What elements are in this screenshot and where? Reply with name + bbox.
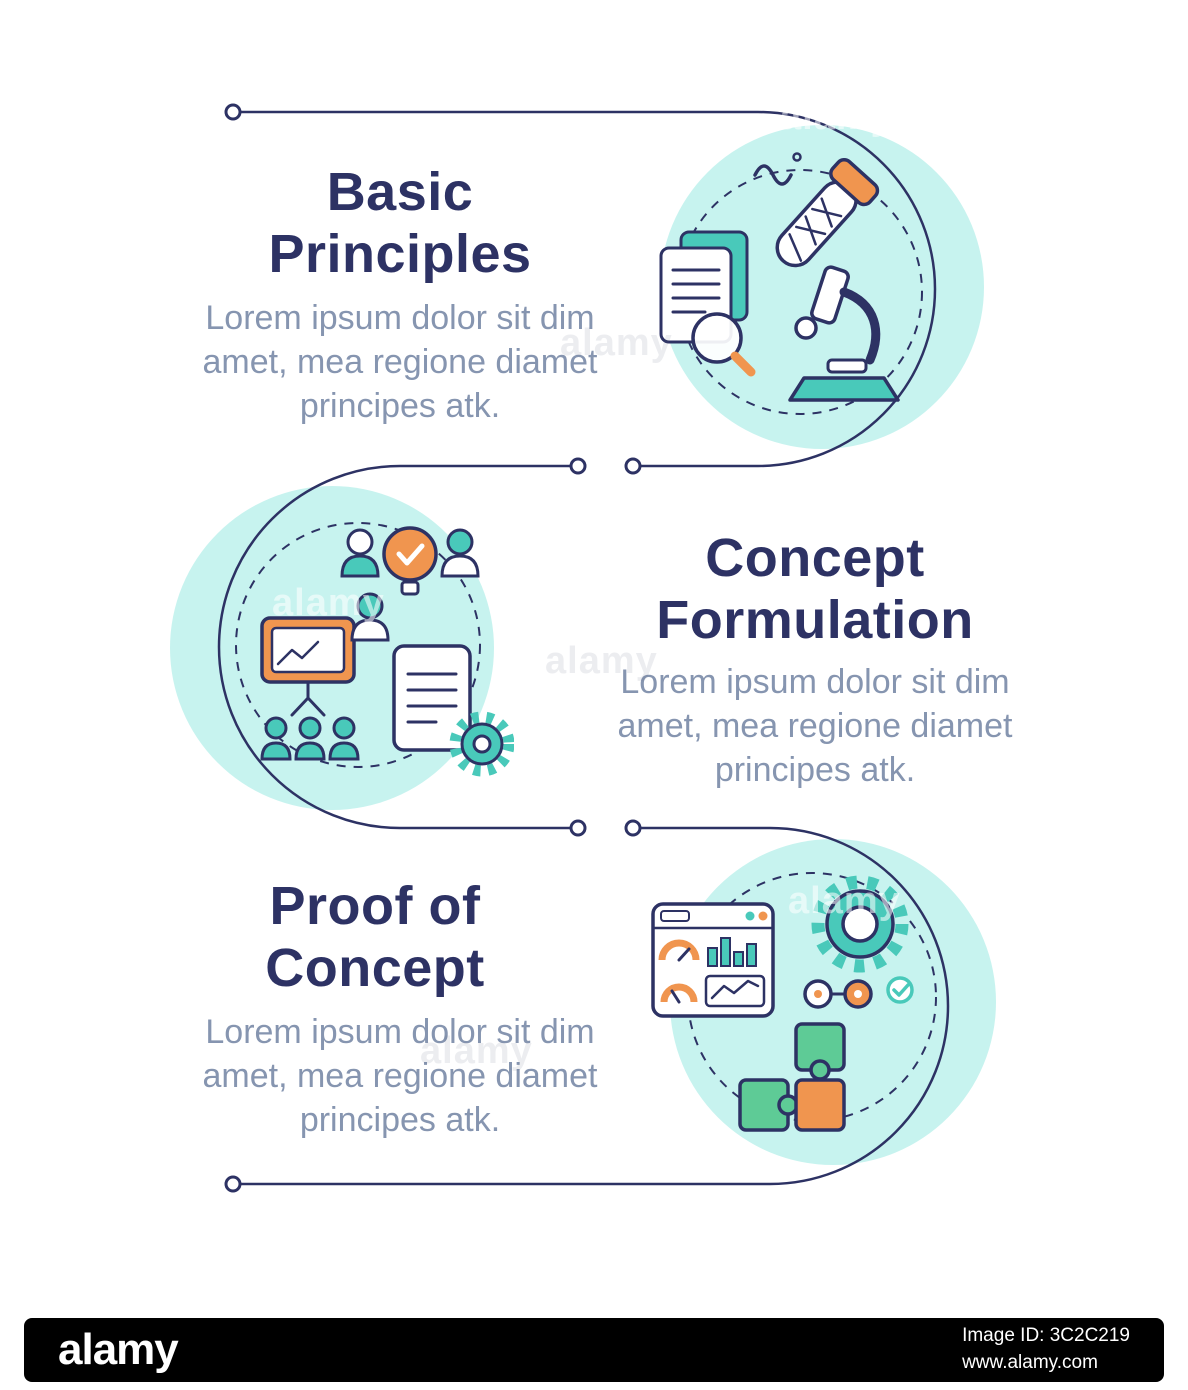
connector-endpoint	[624, 457, 642, 475]
connector-endpoint	[569, 457, 587, 475]
step2-heading: Concept Formulation	[656, 528, 974, 650]
test-tube-dna-icon	[753, 152, 880, 268]
step1-body: Lorem ipsum dolor sit dim amet, mea regi…	[202, 299, 598, 426]
team-lightbulb-icon	[340, 526, 480, 642]
puzzle-pieces-icon	[738, 1022, 846, 1132]
document-gear-icon	[392, 644, 514, 777]
step1-heading: Basic Principles	[268, 162, 532, 284]
presentation-audience-icon	[260, 616, 360, 761]
step3-body: Lorem ipsum dolor sit dim amet, mea regi…	[202, 1013, 598, 1140]
step2-dashed-circle	[235, 522, 481, 768]
alamy-logo: alamy	[58, 1325, 179, 1374]
connector-line-1	[240, 110, 937, 468]
connector-line-2	[217, 464, 571, 830]
microscope-icon	[788, 265, 900, 402]
alamy-url-text: www.alamy.com	[962, 1352, 1098, 1373]
connector-endpoint	[569, 819, 587, 837]
image-id-text: Image ID: 3C2C219	[962, 1325, 1130, 1347]
connector-endpoint	[624, 819, 642, 837]
step2-body: Lorem ipsum dolor sit dim amet, mea regi…	[617, 663, 1013, 790]
connector-line-3	[240, 826, 950, 1186]
step1-dashed-circle	[677, 169, 923, 415]
gear-pulley-check-icon	[803, 875, 914, 1009]
step3-heading: Proof of Concept	[265, 876, 485, 998]
dashboard-gauges-icon	[651, 902, 775, 1018]
connector-endpoint	[224, 103, 242, 121]
connector-endpoint	[224, 1175, 242, 1193]
alamy-id-block: Image ID: 3C2C219 www.alamy.com	[962, 1323, 1130, 1376]
alamy-watermark-bar: alamy Image ID: 3C2C219 www.alamy.com	[24, 1318, 1164, 1382]
documents-magnifier-icon	[659, 230, 756, 377]
